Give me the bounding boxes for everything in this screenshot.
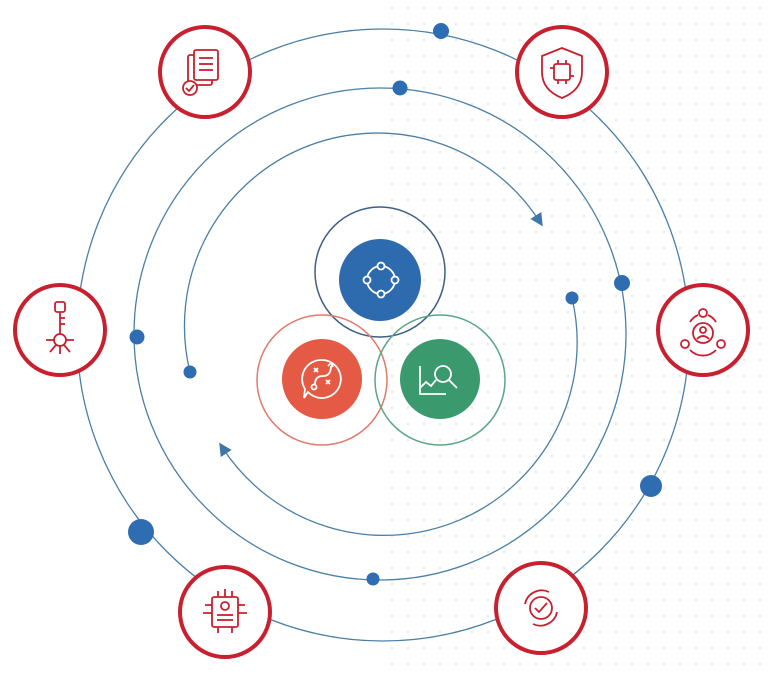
node-refresh-check[interactable] bbox=[494, 561, 588, 655]
chart-search-icon bbox=[419, 365, 458, 395]
node-security[interactable] bbox=[515, 25, 609, 119]
center-node-blue[interactable] bbox=[339, 239, 421, 321]
orbit-dot bbox=[128, 519, 154, 545]
orbit-dot bbox=[392, 80, 408, 96]
documents-check-icon bbox=[182, 49, 219, 96]
orbit-dot bbox=[565, 291, 579, 305]
connected-nodes-icon bbox=[362, 261, 400, 299]
orbit-dot bbox=[433, 23, 449, 39]
orbit-dot bbox=[129, 329, 145, 345]
ring-red bbox=[256, 314, 388, 446]
orbit-dot bbox=[183, 365, 197, 379]
orbit-dot bbox=[614, 275, 630, 291]
node-key[interactable] bbox=[13, 283, 107, 377]
inner-arc-lower bbox=[219, 297, 578, 536]
strategy-chat-icon bbox=[301, 359, 342, 399]
node-documents[interactable] bbox=[158, 25, 252, 119]
chip-profile-icon bbox=[203, 589, 247, 633]
key-circuit-icon bbox=[46, 301, 74, 354]
center-node-green[interactable] bbox=[400, 339, 480, 419]
shield-chip-icon bbox=[541, 47, 583, 99]
refresh-check-icon bbox=[524, 589, 558, 627]
orbit-dot bbox=[640, 475, 662, 497]
user-network-icon bbox=[680, 308, 726, 357]
center-node-red[interactable] bbox=[282, 339, 362, 419]
orbit-dot bbox=[366, 572, 380, 586]
ring-blue bbox=[314, 206, 446, 338]
inner-arc-upper bbox=[183, 132, 543, 373]
node-chip-profile[interactable] bbox=[178, 565, 272, 659]
ring-green bbox=[374, 314, 506, 446]
node-user-network[interactable] bbox=[656, 283, 750, 377]
